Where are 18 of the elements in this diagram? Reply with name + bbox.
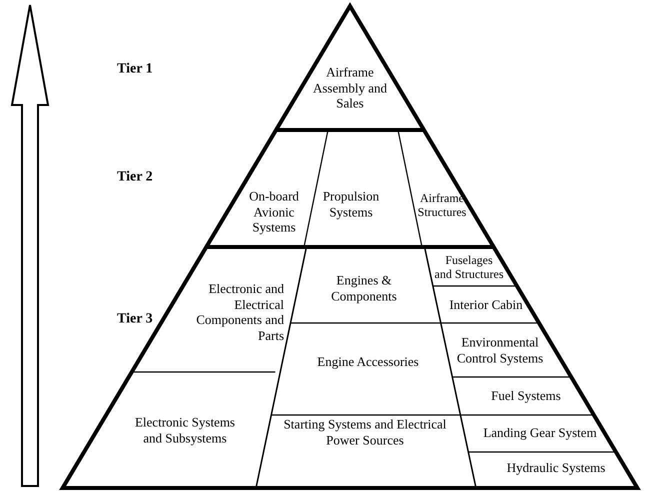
pyramid-cell-label: Hydraulic Systems	[491, 460, 621, 476]
pyramid-cell-label: Engine Accessories	[313, 354, 423, 370]
pyramid-cell-label: Airframe Assembly and Sales	[308, 64, 392, 112]
pyramid-cell-label: Fuselages and Structures	[427, 254, 511, 282]
pyramid-cell-label: Electronic and Electrical Components and Parts	[168, 280, 284, 344]
pyramid-cell-label: Landing Gear System	[470, 425, 610, 441]
pyramid-cell-label: Electronic Systems and Subsystems	[130, 414, 240, 446]
pyramid-cell-label: Propulsion Systems	[311, 188, 391, 220]
pyramid-cell-label: Airframe Structures	[413, 192, 471, 220]
pyramid-cell-label: On-board Avionic Systems	[241, 188, 307, 236]
pyramid-cell-label: Fuel Systems	[476, 388, 576, 404]
tier-label: Tier 2	[117, 170, 153, 186]
tier-label: Tier 1	[117, 62, 153, 78]
tier-label: Tier 3	[117, 312, 153, 328]
pyramid-cell-label: Environmental Control Systems	[445, 334, 555, 366]
pyramid-cell-label: Engines & Components	[309, 272, 419, 304]
pyramid-cell-label: Interior Cabin	[436, 297, 536, 313]
pyramid-cell-label: Starting Systems and Electrical Power Sources	[275, 416, 455, 448]
